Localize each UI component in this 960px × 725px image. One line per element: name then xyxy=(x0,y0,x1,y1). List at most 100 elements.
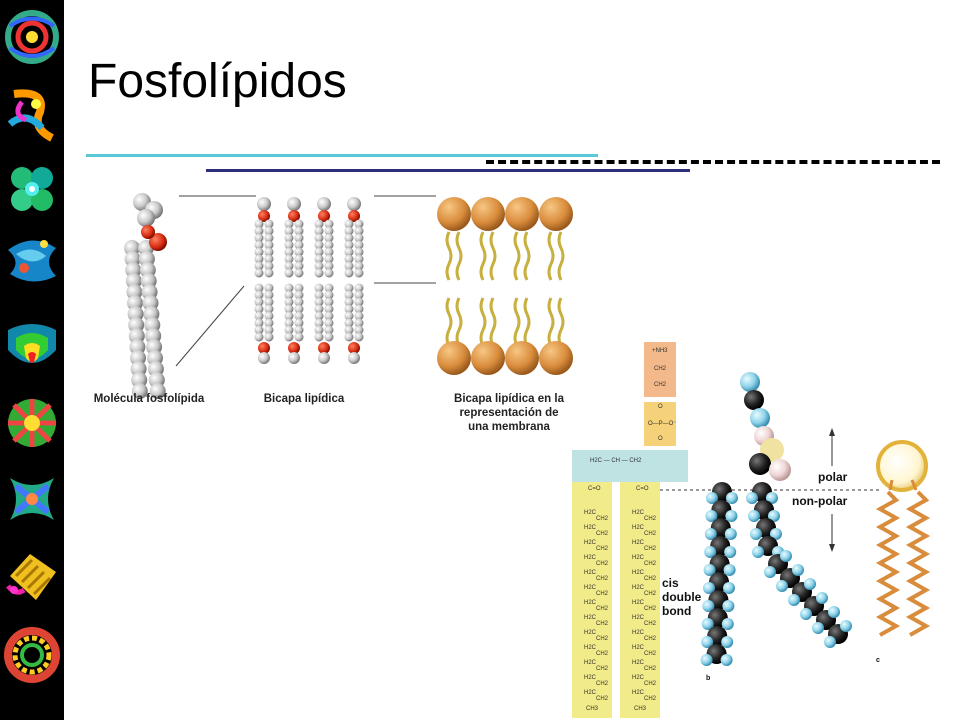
svg-text:CH2: CH2 xyxy=(596,561,609,567)
svg-text:CH2: CH2 xyxy=(644,681,657,687)
formula-nh3: +NH3 xyxy=(652,348,668,354)
protein-icon xyxy=(4,627,60,683)
svg-text:CH2: CH2 xyxy=(644,546,657,552)
svg-text:H2C: H2C xyxy=(584,540,597,546)
label-double: double xyxy=(662,590,702,604)
svg-text:CH2: CH2 xyxy=(596,666,609,672)
formula-ch2-a: CH2 xyxy=(654,366,667,372)
protein-icon xyxy=(11,167,53,211)
label-cis: cis xyxy=(662,576,679,590)
svg-text:CH2: CH2 xyxy=(644,591,657,597)
polar-head-schematic xyxy=(876,440,928,492)
label-nonpolar: non-polar xyxy=(792,494,848,508)
label-cis-double-bond: cis double bond xyxy=(662,576,701,618)
caption-bilayer: Bicapa lipídica xyxy=(263,393,345,405)
formula-ch3-1: CH3 xyxy=(586,706,599,712)
formula-o-bottom: O xyxy=(658,436,663,442)
caption-membrane-line2: representación de xyxy=(459,407,559,419)
svg-text:CH2: CH2 xyxy=(596,636,609,642)
caption-membrane: Bicapa lipídica en la representación de … xyxy=(434,392,584,434)
phospholipid-bilayer-figure: Molécula fosfolípida Bicapa lipídica Bic… xyxy=(84,188,584,448)
formula-glycerol: H2C — CH — CH2 xyxy=(590,458,642,464)
svg-text:H2C: H2C xyxy=(632,555,645,561)
protein-icon xyxy=(10,478,54,520)
tail-block-1 xyxy=(572,482,612,718)
svg-text:CH2: CH2 xyxy=(644,606,657,612)
glycerol-block xyxy=(572,450,688,482)
svg-text:H2C: H2C xyxy=(584,525,597,531)
svg-text:H2C: H2C xyxy=(632,660,645,666)
svg-text:CH2: CH2 xyxy=(596,546,609,552)
svg-text:CH2: CH2 xyxy=(596,591,609,597)
label-panel-b: b xyxy=(706,675,711,682)
formula-carbonyl-1: C=O xyxy=(588,486,601,492)
protein-icon xyxy=(8,399,56,447)
protein-icon xyxy=(5,10,59,64)
svg-text:H2C: H2C xyxy=(632,645,645,651)
svg-text:H2C: H2C xyxy=(584,570,597,576)
svg-text:CH2: CH2 xyxy=(644,516,657,522)
svg-text:CH2: CH2 xyxy=(596,516,609,522)
label-polar: polar xyxy=(818,470,848,484)
svg-text:CH2: CH2 xyxy=(596,696,609,702)
svg-text:CH2: CH2 xyxy=(644,621,657,627)
bilayer-illustration xyxy=(124,193,573,399)
svg-text:H2C: H2C xyxy=(632,675,645,681)
svg-text:H2C: H2C xyxy=(584,555,597,561)
svg-text:CH2: CH2 xyxy=(644,561,657,567)
svg-text:CH2: CH2 xyxy=(644,651,657,657)
svg-text:CH2: CH2 xyxy=(596,606,609,612)
caption-membrane-line3: una membrana xyxy=(468,421,550,433)
formula-phosphate: O—P—O⁻ xyxy=(648,421,677,427)
svg-text:H2C: H2C xyxy=(584,510,597,516)
svg-text:CH2: CH2 xyxy=(596,651,609,657)
accent-line-navy xyxy=(206,169,690,172)
svg-text:CH2: CH2 xyxy=(596,531,609,537)
protein-icon xyxy=(7,89,54,142)
svg-text:H2C: H2C xyxy=(584,645,597,651)
accent-line-dashed xyxy=(486,160,940,164)
formula-ch3-2: CH3 xyxy=(634,706,647,712)
svg-text:H2C: H2C xyxy=(632,585,645,591)
svg-text:H2C: H2C xyxy=(632,570,645,576)
svg-text:H2C: H2C xyxy=(632,600,645,606)
formula-carbonyl-2: C=O xyxy=(636,486,649,492)
label-panel-c: c xyxy=(876,657,880,664)
formula-o-top: O xyxy=(658,404,663,410)
svg-text:H2C: H2C xyxy=(584,585,597,591)
phosphate-block xyxy=(644,402,676,446)
caption-membrane-line1: Bicapa lipídica en la xyxy=(454,393,564,405)
svg-text:H2C: H2C xyxy=(632,690,645,696)
svg-text:CH2: CH2 xyxy=(644,666,657,672)
slide-title: Fosfolípidos xyxy=(88,55,347,108)
protein-sidebar xyxy=(0,0,64,720)
svg-text:CH2: CH2 xyxy=(596,621,609,627)
protein-icon xyxy=(8,240,56,282)
svg-text:H2C: H2C xyxy=(632,630,645,636)
svg-text:CH2: CH2 xyxy=(596,576,609,582)
svg-text:H2C: H2C xyxy=(584,690,597,696)
svg-text:H2C: H2C xyxy=(584,660,597,666)
svg-text:H2C: H2C xyxy=(632,615,645,621)
protein-icon xyxy=(8,324,56,363)
svg-text:CH2: CH2 xyxy=(644,696,657,702)
protein-icon xyxy=(6,554,56,600)
svg-text:CH2: CH2 xyxy=(596,681,609,687)
caption-molecule: Molécula fosfolípida xyxy=(93,393,205,405)
svg-text:CH2: CH2 xyxy=(644,531,657,537)
tail-block-2 xyxy=(620,482,660,718)
svg-text:CH2: CH2 xyxy=(644,636,657,642)
svg-text:H2C: H2C xyxy=(584,600,597,606)
label-bond: bond xyxy=(662,604,692,618)
svg-text:H2C: H2C xyxy=(632,510,645,516)
svg-text:H2C: H2C xyxy=(584,630,597,636)
svg-text:CH2: CH2 xyxy=(644,576,657,582)
accent-line-cyan xyxy=(86,154,598,157)
svg-text:H2C: H2C xyxy=(632,540,645,546)
svg-text:H2C: H2C xyxy=(632,525,645,531)
headgroup-block xyxy=(644,342,676,397)
svg-text:H2C: H2C xyxy=(584,675,597,681)
structure-illustration: H2CCH2H2CCH2H2CCH2H2CCH2H2CCH2H2CCH2H2CC… xyxy=(572,342,931,718)
svg-text:H2C: H2C xyxy=(584,615,597,621)
